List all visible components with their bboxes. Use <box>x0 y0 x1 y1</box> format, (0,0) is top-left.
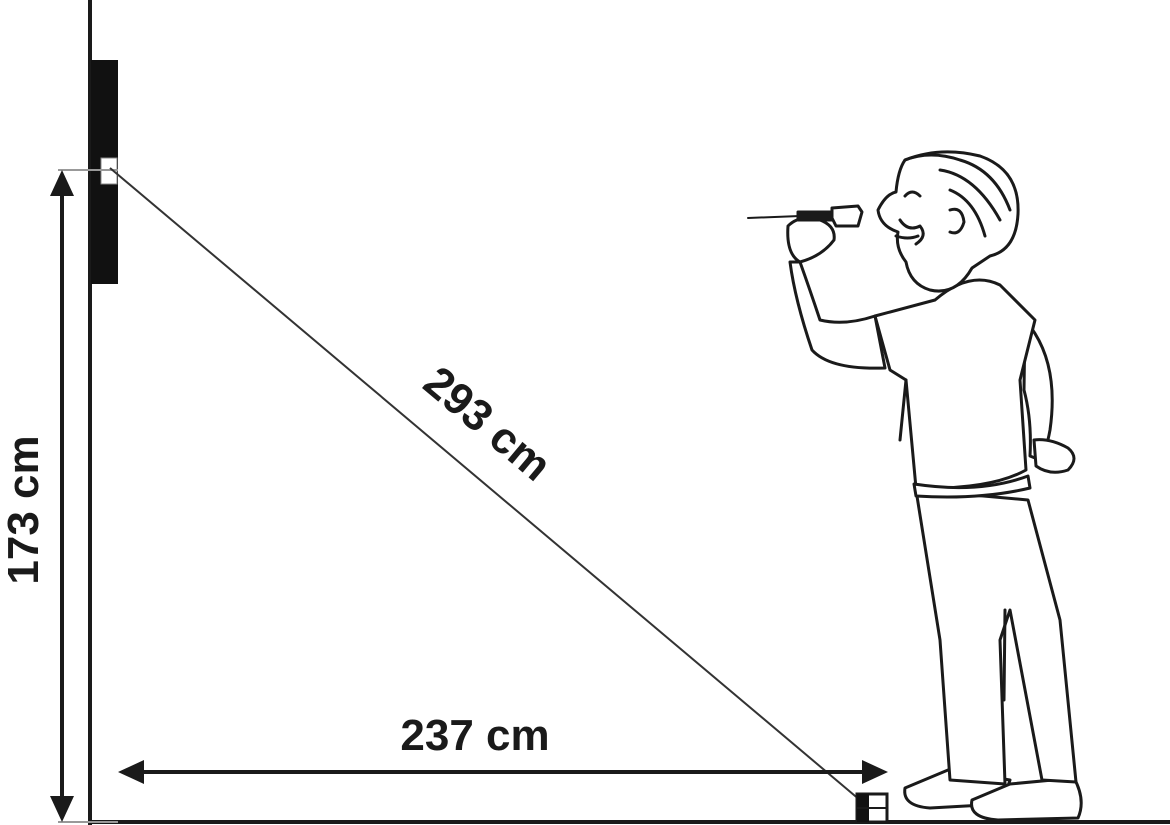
diagonal-line <box>109 167 887 823</box>
height-label: 173 cm <box>0 435 48 584</box>
distance-arrow <box>118 760 888 784</box>
diagonal-label: 293 cm <box>414 357 560 490</box>
dart-player <box>747 150 1083 822</box>
distance-label: 237 cm <box>400 711 549 760</box>
height-arrow <box>50 170 74 822</box>
oche-marker <box>855 792 889 824</box>
